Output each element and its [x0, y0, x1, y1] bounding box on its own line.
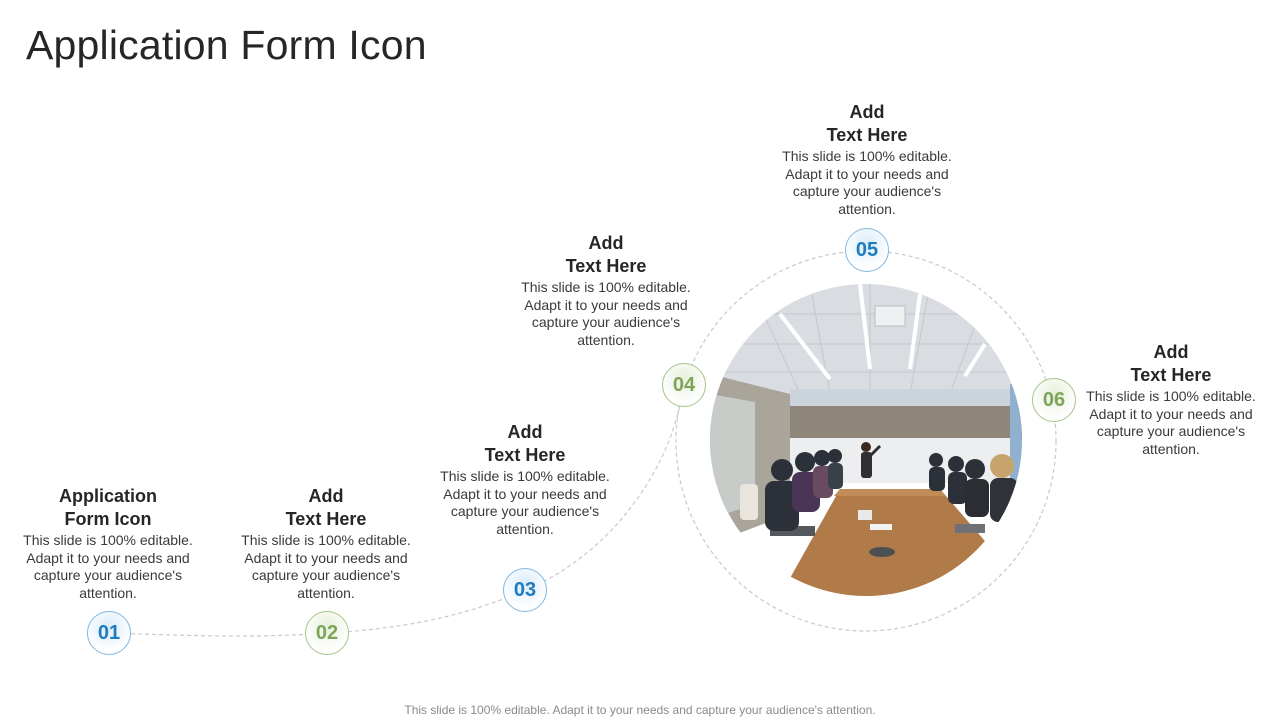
step-text-01: Application Form Icon This slide is 100%… — [23, 485, 193, 602]
step-marker-04: 04 — [662, 363, 706, 407]
connector-curve — [109, 384, 685, 637]
step-heading-line1: Add — [308, 486, 344, 506]
step-marker-03: 03 — [503, 568, 547, 612]
step-heading: Add Text Here — [782, 101, 952, 147]
step-heading-line2: Text Here — [565, 256, 647, 276]
step-marker-05: 05 — [845, 228, 889, 272]
step-text-04: Add Text Here This slide is 100% editabl… — [521, 232, 691, 349]
step-marker-02: 02 — [305, 611, 349, 655]
step-heading-line1: Add — [507, 422, 543, 442]
step-heading-line1: Application — [59, 486, 157, 506]
step-heading-line1: Add — [1153, 342, 1189, 362]
step-heading: Add Text Here — [1086, 341, 1256, 387]
step-marker-06: 06 — [1032, 378, 1076, 422]
step-description: This slide is 100% editable. Adapt it to… — [23, 532, 193, 601]
step-heading: Application Form Icon — [23, 485, 193, 531]
step-heading: Add Text Here — [521, 232, 691, 278]
meeting-photo — [710, 284, 1022, 596]
step-description: This slide is 100% editable. Adapt it to… — [521, 279, 691, 348]
step-heading-line2: Form Icon — [64, 509, 152, 529]
footer-note: This slide is 100% editable. Adapt it to… — [404, 703, 876, 717]
step-description: This slide is 100% editable. Adapt it to… — [782, 148, 952, 217]
step-text-05: Add Text Here This slide is 100% editabl… — [782, 101, 952, 218]
connector-ring — [675, 250, 1057, 632]
step-text-06: Add Text Here This slide is 100% editabl… — [1086, 341, 1256, 458]
step-heading-line2: Text Here — [1130, 365, 1212, 385]
step-heading-line2: Text Here — [285, 509, 367, 529]
step-description: This slide is 100% editable. Adapt it to… — [241, 532, 411, 601]
step-heading: Add Text Here — [440, 421, 610, 467]
step-heading: Add Text Here — [241, 485, 411, 531]
step-heading-line1: Add — [588, 233, 624, 253]
slide-title: Application Form Icon — [26, 22, 427, 68]
step-description: This slide is 100% editable. Adapt it to… — [440, 468, 610, 537]
step-description: This slide is 100% editable. Adapt it to… — [1086, 388, 1256, 457]
step-heading-line2: Text Here — [826, 125, 908, 145]
step-text-02: Add Text Here This slide is 100% editabl… — [241, 485, 411, 602]
step-heading-line2: Text Here — [484, 445, 566, 465]
step-heading-line1: Add — [849, 102, 885, 122]
step-text-03: Add Text Here This slide is 100% editabl… — [440, 421, 610, 538]
step-marker-01: 01 — [87, 611, 131, 655]
